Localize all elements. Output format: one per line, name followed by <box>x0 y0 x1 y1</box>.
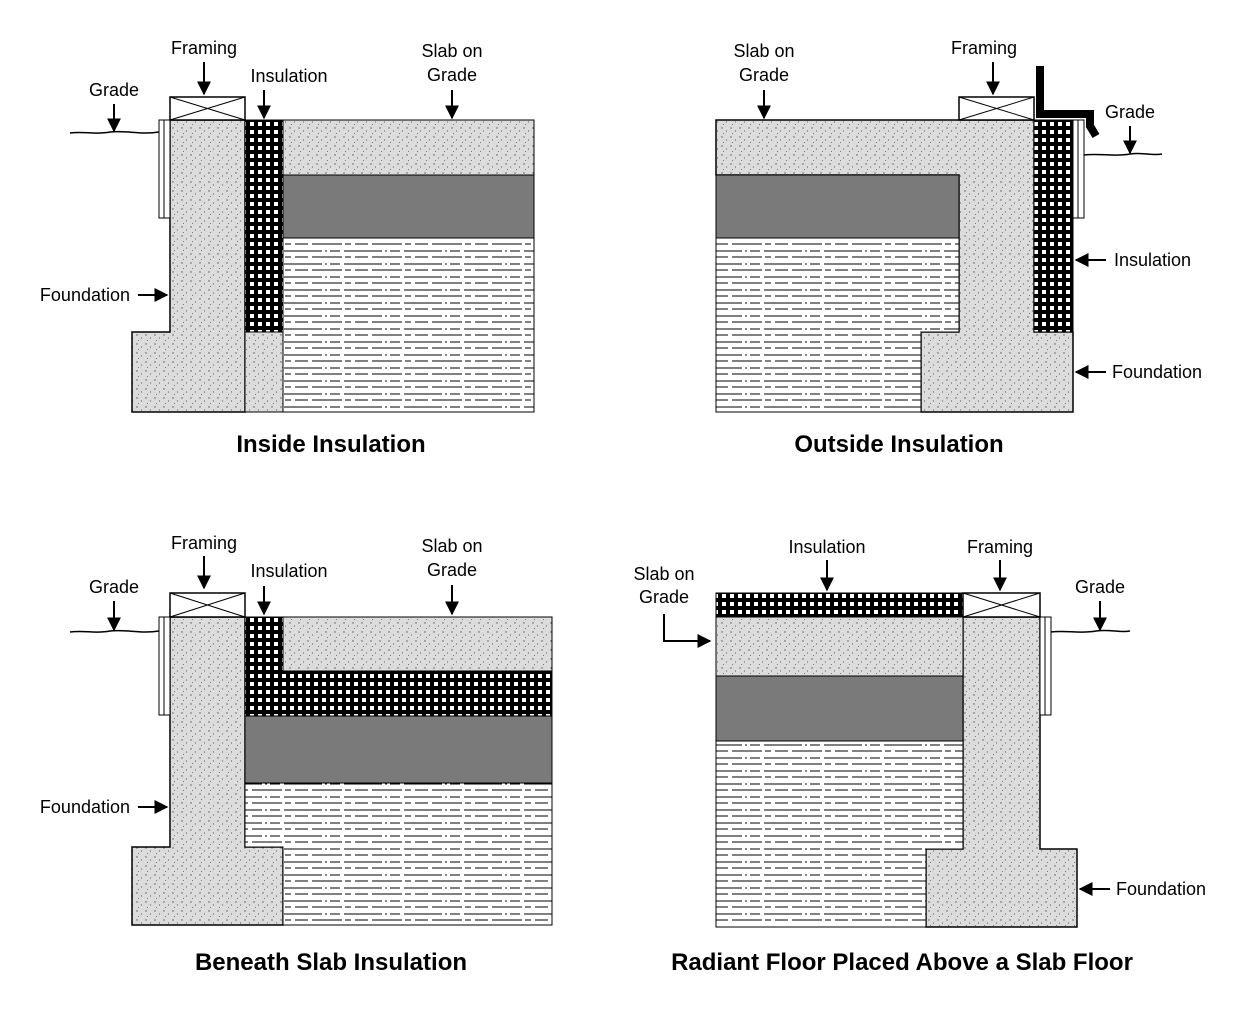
slab-label-line1: Slab on <box>421 41 482 61</box>
framing-plate <box>962 592 1041 618</box>
slab-arrow <box>663 614 712 648</box>
insulation-label: Insulation <box>1114 250 1191 270</box>
slab-label-line2: Grade <box>427 560 477 580</box>
framing-plate <box>958 96 1035 121</box>
insulation-layer <box>715 592 964 618</box>
framing-plate <box>169 96 246 121</box>
panel-title: Outside Insulation <box>794 431 1003 458</box>
slab-label-line2: Grade <box>639 587 689 607</box>
gravel-layer <box>715 174 960 239</box>
foundation-label: Foundation <box>40 285 130 305</box>
gravel-layer <box>282 174 535 239</box>
framing-plate <box>169 592 246 618</box>
insulation-label: Insulation <box>250 561 327 581</box>
insulation-label: Insulation <box>250 66 327 86</box>
slab-label-line2: Grade <box>739 65 789 85</box>
slab-on-grade <box>715 616 964 677</box>
slab-label-line1: Slab on <box>633 564 694 584</box>
siding <box>158 616 171 716</box>
grade-line <box>69 629 160 633</box>
soil-below-insulation <box>244 331 284 413</box>
insulation-strip <box>1033 119 1074 333</box>
grade-label: Grade <box>89 577 139 597</box>
panel-title: Beneath Slab Insulation <box>195 949 467 976</box>
framing-label: Framing <box>171 533 237 553</box>
insulation-strip <box>244 119 284 333</box>
slab-on-grade <box>282 616 553 672</box>
grade-line <box>1083 152 1163 156</box>
panel-beneath-slab-insulation: Framing Grade Insulation Slab on Grade F… <box>40 533 553 976</box>
grade-label: Grade <box>89 80 139 100</box>
foundation-label: Foundation <box>1116 879 1206 899</box>
slab-label-line2: Grade <box>427 65 477 85</box>
grade-line <box>69 130 160 134</box>
foundation-label: Foundation <box>40 797 130 817</box>
panel-inside-insulation: Framing Grade Insulation Slab on Grade F… <box>40 38 535 458</box>
framing-label: Framing <box>967 537 1033 557</box>
slab-label-line1: Slab on <box>421 536 482 556</box>
panel-outside-insulation: Framing Grade Insulation Slab on Grade F… <box>715 38 1202 458</box>
siding <box>1039 616 1052 716</box>
panel-title: Inside Insulation <box>236 431 425 458</box>
siding <box>1072 119 1085 219</box>
gravel-layer <box>244 715 553 784</box>
grade-label: Grade <box>1105 102 1155 122</box>
gravel-layer <box>715 675 964 742</box>
framing-label: Framing <box>171 38 237 58</box>
soil-fill <box>282 237 535 413</box>
foundation-label: Foundation <box>1112 362 1202 382</box>
panel-title: Radiant Floor Placed Above a Slab Floor <box>671 949 1133 976</box>
slab-label-line1: Slab on <box>733 41 794 61</box>
framing-label: Framing <box>951 38 1017 58</box>
panel-radiant-floor: Framing Grade Insulation Slab on Grade F… <box>633 537 1206 976</box>
flashing <box>1036 66 1100 139</box>
soil-fill <box>715 740 964 928</box>
grade-line <box>1050 629 1131 633</box>
insulation-label: Insulation <box>788 537 865 557</box>
grade-label: Grade <box>1075 577 1125 597</box>
slab-on-grade <box>282 119 535 176</box>
foundation-shape <box>131 119 246 413</box>
siding <box>158 119 171 219</box>
soil-fill <box>244 782 553 926</box>
